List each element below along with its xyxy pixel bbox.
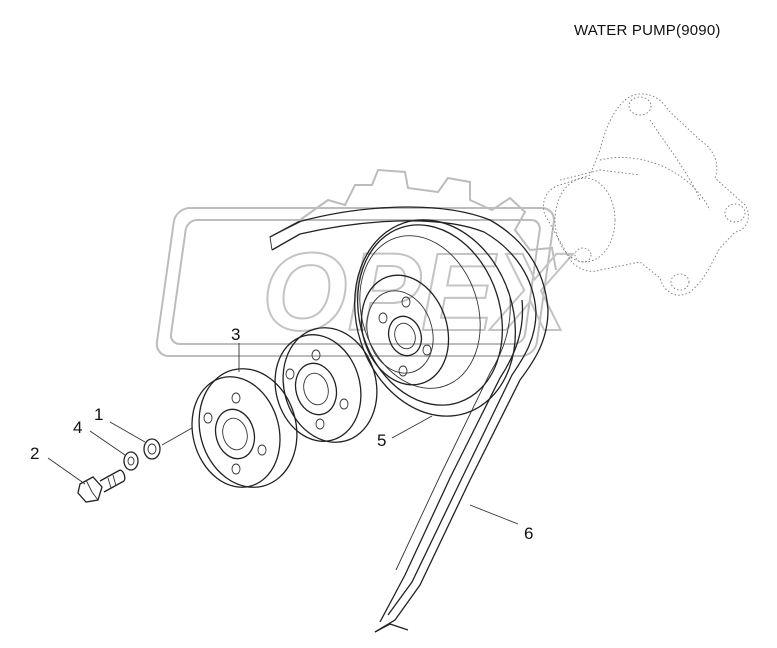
watermark-frame-inner bbox=[169, 219, 541, 345]
callout-4: 4 bbox=[73, 418, 82, 437]
water-pump-housing bbox=[543, 93, 749, 296]
washer-4 bbox=[123, 451, 139, 471]
water-pump-pulley bbox=[353, 219, 517, 417]
washer-1 bbox=[143, 438, 161, 460]
leader-lines bbox=[47, 343, 519, 525]
spacer-pulley bbox=[274, 327, 378, 443]
callout-5: 5 bbox=[377, 431, 386, 450]
leader-6 bbox=[469, 504, 519, 525]
callout-6: 6 bbox=[524, 524, 533, 543]
watermark-gear bbox=[299, 168, 557, 271]
callout-3: 3 bbox=[231, 325, 240, 344]
leader-2 bbox=[47, 457, 86, 485]
callout-1: 1 bbox=[94, 405, 103, 424]
diagram-title: WATER PUMP(9090) bbox=[574, 22, 721, 39]
bolt bbox=[77, 469, 126, 503]
leader-4 bbox=[89, 430, 126, 456]
v-belt bbox=[269, 206, 549, 633]
leader-1 bbox=[109, 421, 146, 443]
front-pulley bbox=[191, 368, 298, 488]
leader-5 bbox=[391, 415, 433, 439]
watermark-frame bbox=[155, 207, 555, 357]
callout-2: 2 bbox=[30, 444, 39, 463]
